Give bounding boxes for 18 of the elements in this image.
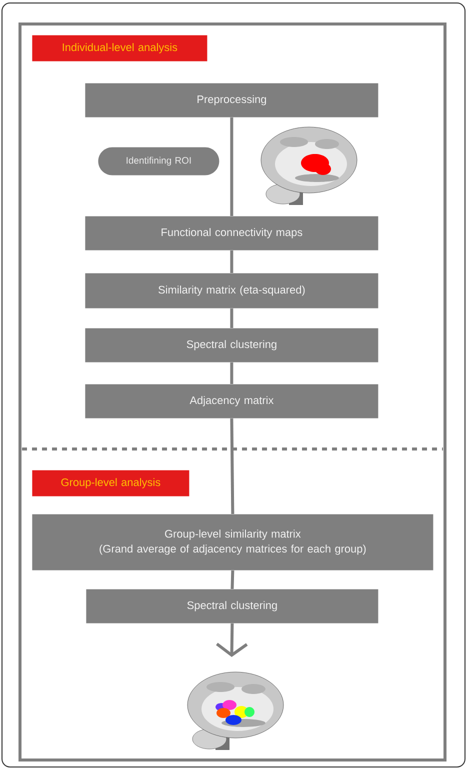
process-box: Spectral clustering: [85, 328, 378, 362]
process-box: Adjacency matrix: [85, 384, 378, 418]
picture: [187, 672, 284, 750]
connector: [230, 362, 234, 384]
section-heading: Group-level analysis: [32, 470, 190, 496]
process-box: Spectral clustering: [86, 589, 378, 624]
connector: [216, 623, 248, 657]
process-box: Similarity matrix (eta-squared): [85, 273, 378, 308]
connector: [230, 418, 234, 514]
connector: [230, 250, 234, 273]
connector: [230, 570, 234, 590]
process-box: Functional connectivity maps: [85, 216, 378, 250]
connector: [230, 308, 234, 328]
process-box: Group-level similarity matrix (Grand average of adjacency matrices for each group): [32, 514, 434, 570]
process-pill: Identifining ROI: [98, 147, 220, 176]
section-heading: Individual-level analysis: [32, 35, 208, 62]
process-box: Preprocessing: [85, 83, 378, 118]
connector: [230, 117, 234, 216]
